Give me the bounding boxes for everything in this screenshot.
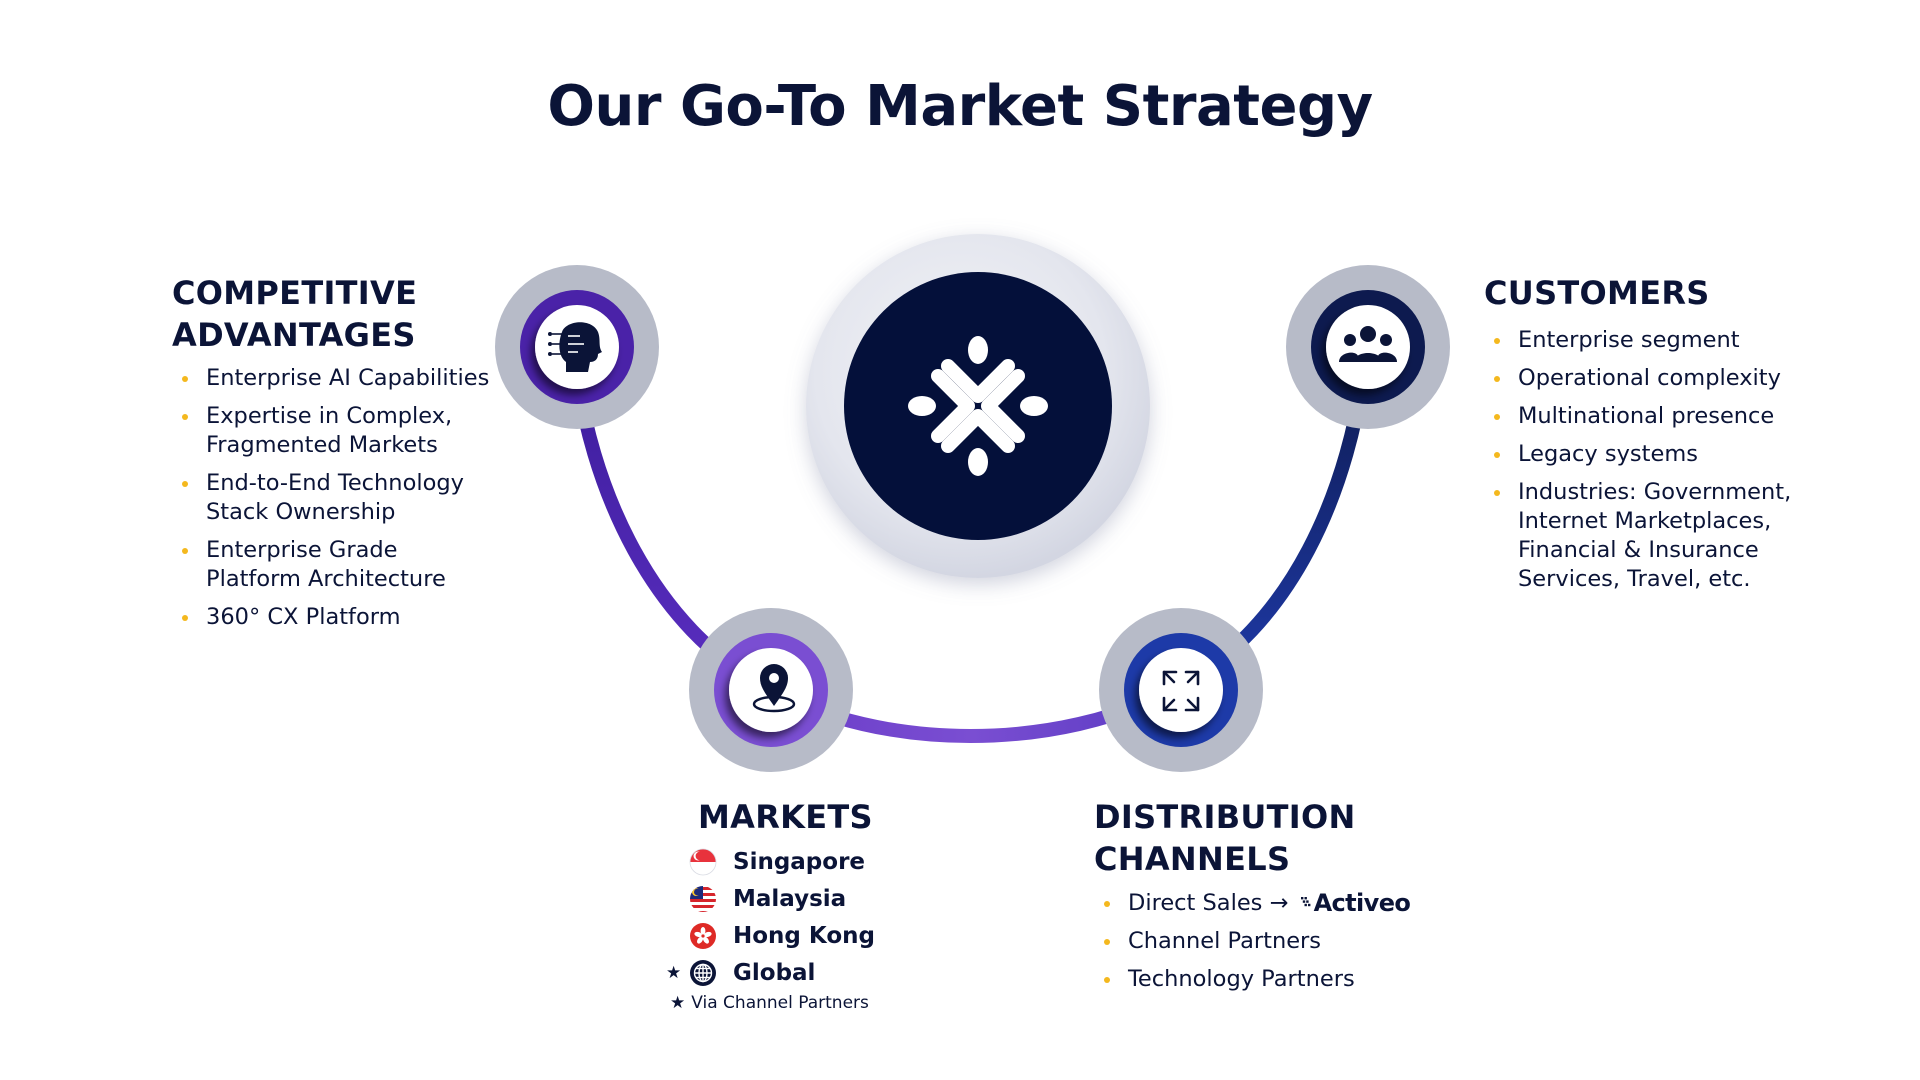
malaysia-flag-icon xyxy=(690,885,716,912)
activeo-mark-icon xyxy=(1300,896,1310,906)
node-customers xyxy=(1286,265,1450,429)
list-item-text: Enterprise Grade xyxy=(206,537,398,563)
title-line: COMPETITIVE xyxy=(172,274,418,312)
ai-head-icon xyxy=(548,322,602,372)
list-item: Multinational presence xyxy=(1484,402,1791,431)
singapore-flag-icon xyxy=(689,848,717,875)
list-item: Enterprise segment xyxy=(1484,326,1791,355)
list-item: Expertise in Complex, Fragmented Markets xyxy=(172,402,489,460)
list-item: End-to-End Technology Stack Ownership xyxy=(172,469,489,527)
users-group-icon xyxy=(1339,326,1397,362)
list-item-text: Enterprise segment xyxy=(1518,327,1740,353)
list-item: Channel Partners xyxy=(1094,927,1410,956)
title-line: CHANNELS xyxy=(1094,840,1291,878)
globe-icon xyxy=(690,959,716,986)
customers-list: Enterprise segment Operational complexit… xyxy=(1484,326,1791,603)
distribution-channels-list: Direct Sales → Activeo Channel Partners … xyxy=(1094,889,1411,1003)
list-item-text: Technology Partners xyxy=(1128,966,1355,992)
list-item: Enterprise Grade Platform Architecture xyxy=(172,536,489,594)
expand-arrows-icon xyxy=(1162,670,1200,712)
customers-title: CUSTOMERS xyxy=(1484,272,1710,314)
star-icon: ★ xyxy=(666,962,682,983)
market-item-hong-kong: Hong Kong xyxy=(689,917,875,954)
brand-logo-icon xyxy=(908,336,1048,476)
list-item-text: Direct Sales → xyxy=(1128,890,1289,916)
list-item: Technology Partners xyxy=(1094,965,1410,994)
list-item-text: Financial & Insurance xyxy=(1518,537,1759,563)
activeo-logo-text: Activeo xyxy=(1313,889,1411,917)
competitive-advantages-list: Enterprise AI Capabilities Expertise in … xyxy=(172,364,489,641)
activeo-logo: Activeo xyxy=(1300,889,1411,918)
footnote-text: Via Channel Partners xyxy=(691,993,869,1013)
list-item-text: 360° CX Platform xyxy=(206,604,401,630)
list-item-text: End-to-End Technology xyxy=(206,470,464,496)
market-item-malaysia: Malaysia xyxy=(689,880,875,917)
market-item-global: ★ Global xyxy=(666,954,875,991)
list-item-text: Fragmented Markets xyxy=(206,432,438,458)
node-distribution-channels xyxy=(1099,608,1263,772)
markets-footnote: ★Via Channel Partners xyxy=(670,993,869,1013)
list-item-text: Expertise in Complex, xyxy=(206,403,453,429)
list-item: Operational complexity xyxy=(1484,364,1791,393)
star-icon: ★ xyxy=(670,993,686,1013)
list-item-text: Stack Ownership xyxy=(206,499,396,525)
market-label: Global xyxy=(733,959,816,986)
list-item-text: Channel Partners xyxy=(1128,928,1322,954)
list-item-text: Industries: Government, xyxy=(1518,479,1792,505)
market-label: Singapore xyxy=(733,848,866,875)
distribution-channels-title: DISTRIBUTION CHANNELS xyxy=(1094,796,1356,880)
node-markets xyxy=(689,608,853,772)
list-item: 360° CX Platform xyxy=(172,603,489,632)
hong-kong-flag-icon xyxy=(690,922,716,949)
list-item: Enterprise AI Capabilities xyxy=(172,364,489,393)
list-item-text: Services, Travel, etc. xyxy=(1518,566,1751,592)
list-item-text: Enterprise AI Capabilities xyxy=(206,365,490,391)
title-line: MARKETS xyxy=(698,798,873,836)
list-item-text: Internet Marketplaces, xyxy=(1518,508,1772,534)
title-line: DISTRIBUTION xyxy=(1094,798,1356,836)
location-pin-icon xyxy=(752,664,796,713)
list-item-text: Multinational presence xyxy=(1518,403,1775,429)
list-item-text: Legacy systems xyxy=(1518,441,1698,467)
node-competitive-advantages xyxy=(495,265,659,429)
title-line: CUSTOMERS xyxy=(1484,274,1710,312)
central-hub xyxy=(806,234,1150,578)
markets-list: Singapore Malaysia xyxy=(666,843,875,991)
markets-title: MARKETS xyxy=(698,796,873,838)
market-item-singapore: Singapore xyxy=(689,843,875,880)
page-title: Our Go-To Market Strategy xyxy=(547,74,1373,139)
list-item-text: Platform Architecture xyxy=(206,566,446,592)
title-line: ADVANTAGES xyxy=(172,316,416,354)
list-item: Industries: Government, Internet Marketp… xyxy=(1484,478,1791,594)
list-item: Direct Sales → Activeo xyxy=(1094,889,1411,918)
competitive-advantages-title: COMPETITIVE ADVANTAGES xyxy=(172,272,417,356)
market-label: Malaysia xyxy=(733,885,847,912)
list-item: Legacy systems xyxy=(1484,440,1791,469)
market-label: Hong Kong xyxy=(733,922,875,949)
list-item-text: Operational complexity xyxy=(1518,365,1781,391)
